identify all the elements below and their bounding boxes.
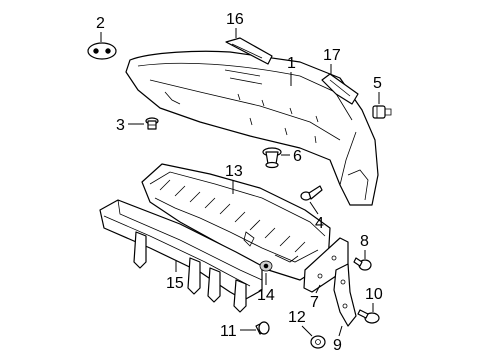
callout-label-17: 17 bbox=[323, 47, 341, 64]
callout-label-10: 10 bbox=[365, 286, 383, 303]
callout-label-2: 2 bbox=[96, 15, 105, 32]
callout-label-11: 11 bbox=[220, 323, 237, 340]
callout-label-14: 14 bbox=[257, 287, 275, 304]
rivet-part-6 bbox=[262, 147, 282, 169]
callout-14: 14 bbox=[257, 273, 275, 304]
callout-label-15: 15 bbox=[166, 275, 184, 292]
nut-part-14 bbox=[259, 260, 273, 272]
callout-10: 10 bbox=[365, 286, 383, 312]
callout-9: 9 bbox=[333, 325, 343, 354]
callout-label-16: 16 bbox=[226, 11, 244, 28]
upper-bracket-left bbox=[225, 37, 273, 65]
callout-13: 13 bbox=[225, 163, 243, 194]
callout-label-7: 7 bbox=[310, 294, 319, 311]
callout-11: 11 bbox=[220, 323, 256, 340]
bumper-cover bbox=[125, 50, 379, 206]
callout-label-8: 8 bbox=[360, 233, 369, 250]
callout-16: 16 bbox=[226, 11, 244, 38]
callout-label-3: 3 bbox=[116, 117, 125, 134]
upper-bracket-right bbox=[321, 73, 359, 105]
bolt-part-8 bbox=[353, 257, 372, 271]
callout-8: 8 bbox=[360, 233, 369, 259]
bolt-part-5 bbox=[372, 105, 392, 119]
callout-label-5: 5 bbox=[373, 75, 382, 92]
callout-4: 4 bbox=[309, 201, 324, 232]
clip-part-3 bbox=[145, 117, 159, 130]
callout-label-6: 6 bbox=[293, 148, 302, 165]
callout-3: 3 bbox=[116, 117, 144, 134]
bolt-part-10 bbox=[357, 309, 380, 324]
callout-label-9: 9 bbox=[333, 337, 342, 354]
screw-part-4 bbox=[300, 185, 323, 201]
side-bracket bbox=[333, 263, 357, 327]
bolt-part-11 bbox=[255, 321, 270, 335]
callout-2: 2 bbox=[96, 15, 105, 42]
grommet-part bbox=[87, 42, 117, 60]
callout-label-4: 4 bbox=[315, 215, 324, 232]
callout-7: 7 bbox=[310, 284, 321, 311]
callout-label-13: 13 bbox=[225, 163, 243, 180]
callout-17: 17 bbox=[323, 47, 341, 74]
callout-15: 15 bbox=[166, 260, 184, 292]
callout-label-12: 12 bbox=[288, 309, 306, 326]
callout-label-1: 1 bbox=[287, 55, 296, 72]
reinforcement-bar bbox=[99, 199, 263, 313]
callout-5: 5 bbox=[373, 75, 382, 104]
nut-part-12 bbox=[310, 335, 326, 349]
callout-1: 1 bbox=[287, 55, 296, 86]
callout-12: 12 bbox=[288, 309, 313, 337]
callout-6: 6 bbox=[281, 148, 302, 165]
